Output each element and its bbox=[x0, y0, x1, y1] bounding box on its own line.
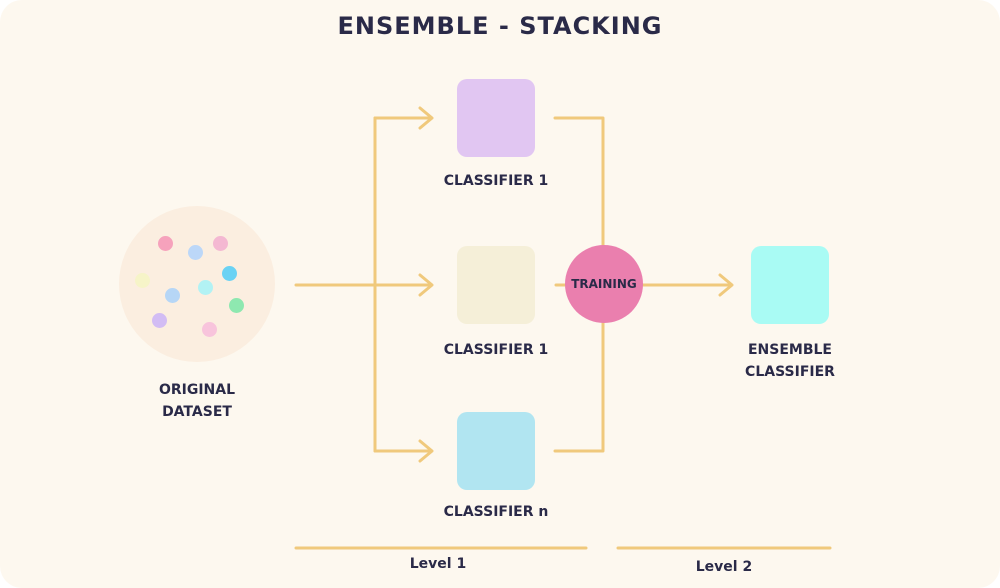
ensemble-label-line1: ENSEMBLE bbox=[747, 342, 832, 358]
dataset-label-line2: DATASET bbox=[162, 404, 232, 420]
data-point-dot bbox=[229, 298, 244, 313]
data-point-dot bbox=[198, 280, 213, 295]
data-point-dot bbox=[202, 322, 217, 337]
ensemble-label-line2: CLASSIFIER bbox=[745, 364, 835, 380]
training-node: TRAINING bbox=[565, 245, 643, 323]
ensemble-classifier-label: ENSEMBLE CLASSIFIER bbox=[710, 339, 870, 383]
arrowhead-top bbox=[418, 106, 434, 130]
data-point-dot bbox=[213, 236, 228, 251]
arrowhead-middle bbox=[418, 273, 434, 297]
arrowhead-bottom bbox=[418, 439, 434, 463]
data-point-dot bbox=[165, 288, 180, 303]
level-1-label: Level 1 bbox=[409, 556, 467, 572]
ensemble-classifier-box bbox=[751, 246, 829, 324]
classifier-2-box bbox=[457, 246, 535, 324]
classifier-1-label: CLASSIFIER 1 bbox=[443, 173, 549, 189]
connector-output-top bbox=[553, 116, 605, 248]
classifier-2-label: CLASSIFIER 1 bbox=[443, 342, 549, 358]
classifier-n-box bbox=[457, 412, 535, 490]
classifier-n-label: CLASSIFIER n bbox=[443, 504, 549, 520]
data-point-dot bbox=[222, 266, 237, 281]
dataset-label: ORIGINAL DATASET bbox=[117, 379, 277, 423]
classifier-1-box bbox=[457, 79, 535, 157]
level-2-label: Level 2 bbox=[695, 559, 753, 575]
data-point-dot bbox=[158, 236, 173, 251]
training-label: TRAINING bbox=[571, 277, 637, 291]
diagram-title: ENSEMBLE - STACKING bbox=[337, 12, 663, 40]
arrowhead-ensemble bbox=[718, 273, 734, 297]
data-point-dot bbox=[188, 245, 203, 260]
connector-output-bottom bbox=[553, 320, 605, 453]
data-point-dot bbox=[152, 313, 167, 328]
dataset-label-line1: ORIGINAL bbox=[158, 382, 236, 398]
original-dataset-circle bbox=[119, 206, 275, 362]
data-point-dot bbox=[135, 273, 150, 288]
